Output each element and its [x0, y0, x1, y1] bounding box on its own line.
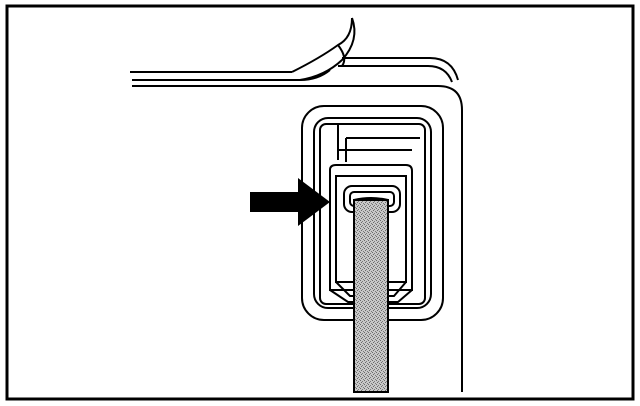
strap: [353, 197, 389, 393]
device-body: [130, 17, 463, 392]
slot-inner-lines: [337, 124, 420, 162]
pointer-arrow-icon: [250, 178, 330, 226]
